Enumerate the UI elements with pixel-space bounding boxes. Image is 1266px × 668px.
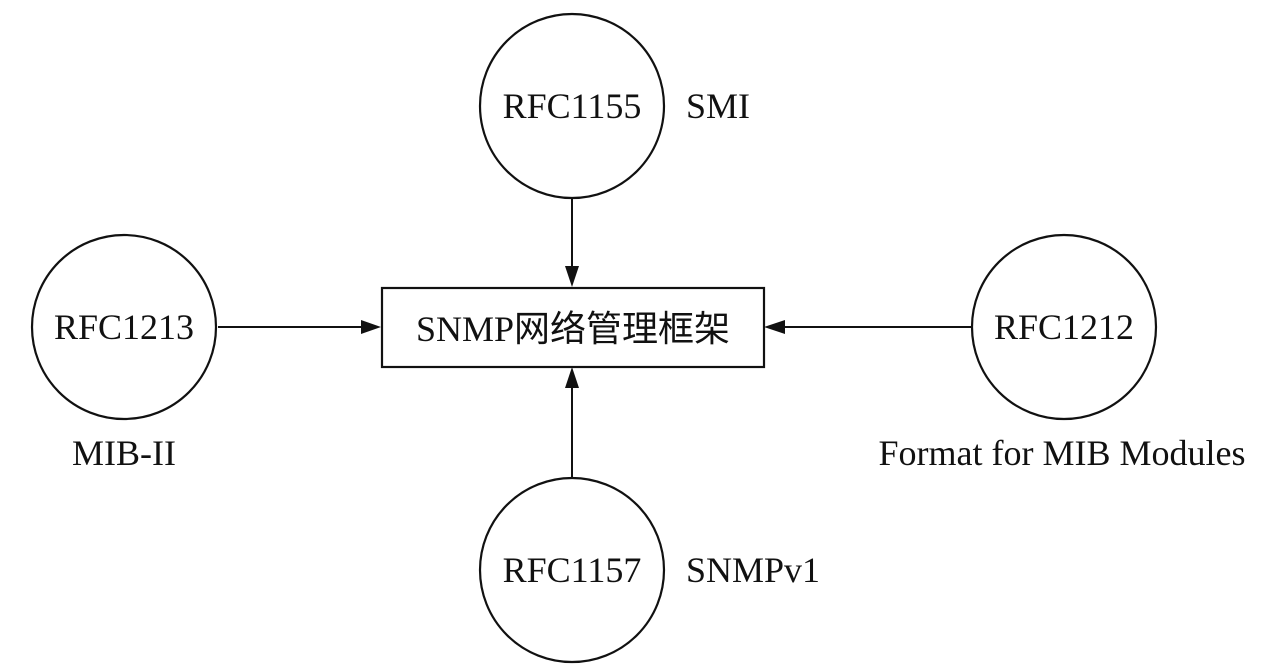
arrowhead-top: [565, 266, 579, 287]
node-right-caption: Format for MIB Modules: [879, 433, 1246, 473]
center-box: [380, 286, 766, 369]
arrowhead-left: [361, 320, 381, 334]
arrowhead-right: [764, 320, 785, 334]
node-left-caption: MIB-II: [72, 433, 176, 473]
node-right-label: RFC1212: [994, 307, 1134, 347]
node-bottom-caption: SNMPv1: [686, 550, 820, 590]
node-right-circle: [970, 233, 1158, 421]
node-top-label: RFC1155: [503, 86, 642, 126]
arrowhead-bottom: [565, 367, 579, 388]
node-bottom-label: RFC1157: [503, 550, 642, 590]
node-left-label: RFC1213: [54, 307, 194, 347]
node-top-caption: SMI: [686, 86, 750, 126]
node-top-circle: [478, 12, 666, 200]
center-box-label: SNMP网络管理框架: [416, 309, 730, 349]
node-bottom-circle: [478, 476, 666, 664]
node-left-circle: [30, 233, 218, 421]
